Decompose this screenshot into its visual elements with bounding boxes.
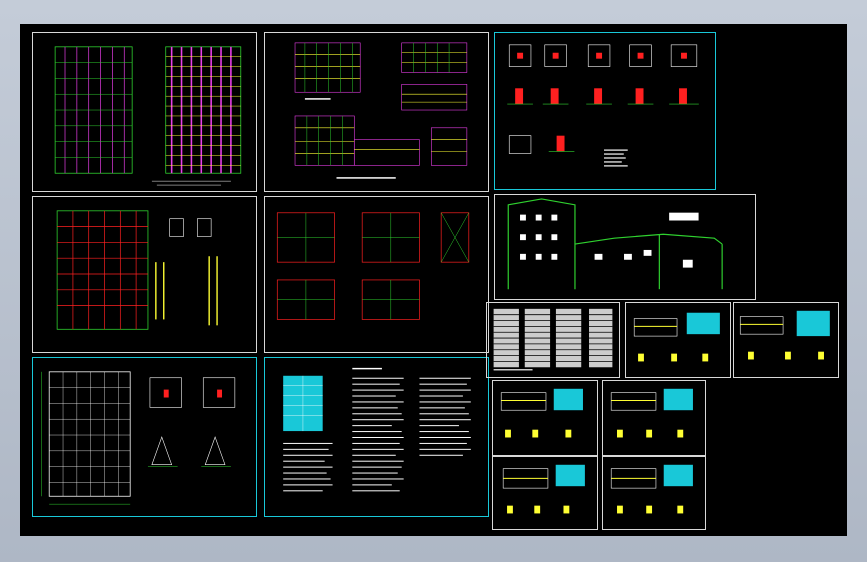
elevations-drawing [294,42,468,179]
sheet-elevations[interactable] [264,32,489,192]
sheet-schedule-table[interactable] [486,302,620,378]
sheet-beam-detail-6[interactable] [602,456,706,530]
sheet-plan-magenta[interactable] [32,32,257,192]
foundation-details-drawing [507,44,699,167]
beam-detail-5-drawing [502,464,585,514]
drawing-canvas[interactable] [20,24,847,536]
sheet-beam-detail-2[interactable] [733,302,839,378]
plan-red-drawing [56,210,218,330]
beam-detail-3-drawing [500,388,583,438]
beam-detail-6-drawing [610,464,693,514]
sheet-plan-white[interactable] [32,357,257,517]
frames-drawing [276,212,470,320]
schedule-table-drawing [493,308,613,371]
plan-magenta-drawing [54,46,242,186]
notes-drawing [283,367,471,492]
sheet-foundation-details[interactable] [494,32,716,190]
beam-detail-4-drawing [610,388,693,438]
sheet-beam-detail-4[interactable] [602,380,706,456]
beam-detail-2-drawing [739,310,830,360]
sheet-steel-frame[interactable] [494,194,756,300]
sheet-beam-detail-5[interactable] [492,456,598,530]
sheet-notes[interactable] [264,357,489,517]
sheet-beam-detail-1[interactable] [625,302,731,378]
sheet-beam-detail-3[interactable] [492,380,598,456]
steel-frame-drawing [507,198,723,290]
sheet-plan-red[interactable] [32,196,257,353]
plan-white-drawing [41,371,236,505]
sheet-frames[interactable] [264,196,489,353]
beam-detail-1-drawing [633,312,720,362]
